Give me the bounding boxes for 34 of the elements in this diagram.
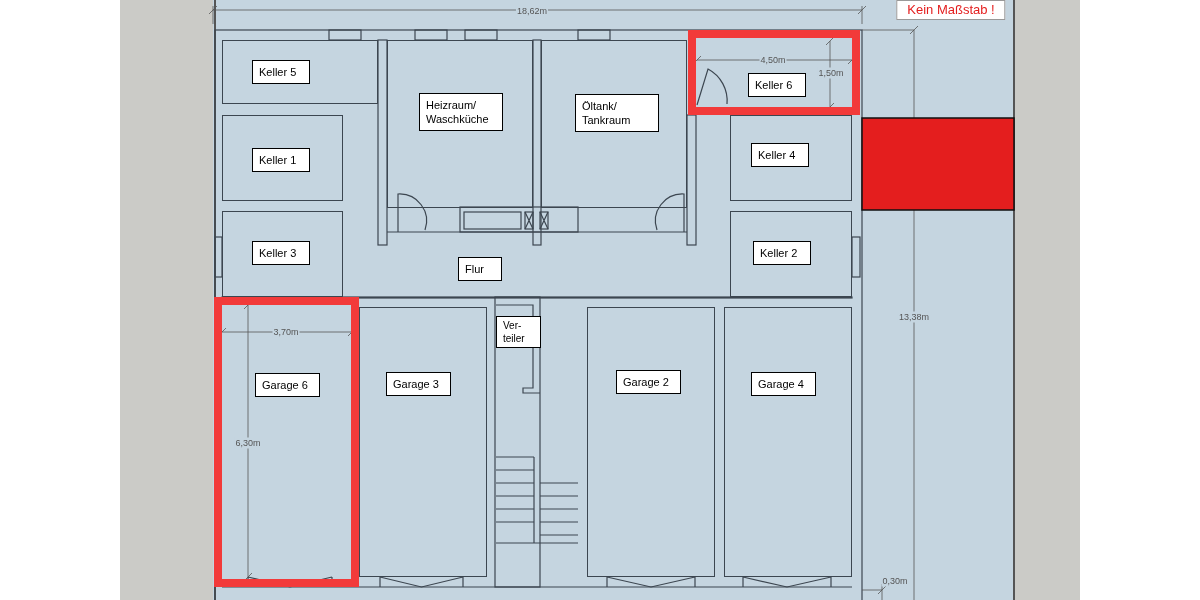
note-label: Kein Maßstab !	[896, 0, 1006, 20]
room-label: Keller 6	[748, 73, 806, 97]
room-outline	[222, 211, 343, 297]
room-outline	[730, 115, 852, 201]
room-label: Öltank/ Tankraum	[575, 94, 659, 132]
dimension-label: 1,50m	[817, 67, 845, 79]
dimension-label: 6,30m	[234, 437, 262, 449]
dimension-label: 3,70m	[272, 326, 300, 338]
room-label: Ver- teiler	[496, 316, 541, 348]
room-label: Keller 4	[751, 143, 809, 167]
room-outline	[688, 30, 860, 115]
dimension-label: 13,38m	[898, 311, 930, 323]
room-outline	[214, 297, 359, 587]
room-label: Keller 3	[252, 241, 310, 265]
room-label: Garage 2	[616, 370, 681, 394]
dimension-label: 18,62m	[516, 5, 548, 17]
room-outline	[387, 40, 533, 208]
room-label: Keller 5	[252, 60, 310, 84]
room-outline	[541, 40, 687, 208]
dimension-label: 0,30m	[881, 575, 909, 587]
room-outline	[359, 307, 487, 577]
room-outline	[587, 307, 715, 577]
room-label: Keller 1	[252, 148, 310, 172]
room-label: Flur	[458, 257, 502, 281]
room-outline	[724, 307, 852, 577]
room-label: Garage 3	[386, 372, 451, 396]
room-outline	[222, 40, 378, 104]
room-label: Garage 4	[751, 372, 816, 396]
room-outline	[222, 115, 343, 201]
room-label: Heizraum/ Waschküche	[419, 93, 503, 131]
room-label: Keller 2	[753, 241, 811, 265]
room-outline	[730, 211, 852, 297]
dimension-label: 4,50m	[759, 54, 787, 66]
room-label: Garage 6	[255, 373, 320, 397]
